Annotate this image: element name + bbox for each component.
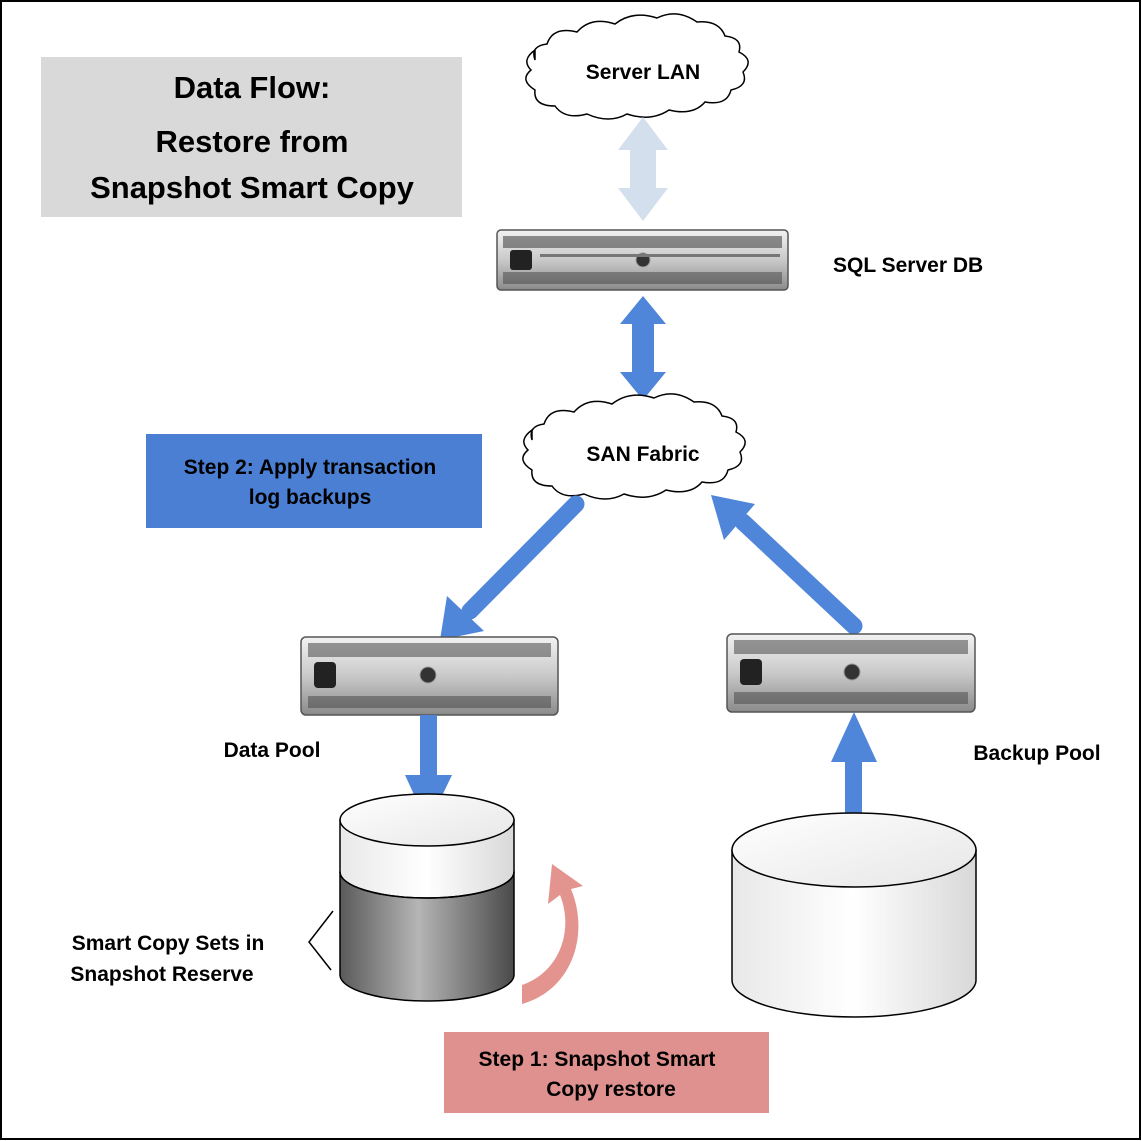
step-1-line-1: Step 1: Snapshot Smart (479, 1048, 716, 1071)
data-pool-disk (339, 793, 515, 1002)
smart-copy-bracket: Smart Copy Sets in Snapshot Reserve (70, 910, 334, 986)
data-pool-label: Data Pool (224, 739, 321, 762)
data-pool-array: Data Pool (224, 636, 559, 762)
backup-pool-label: Backup Pool (973, 742, 1100, 765)
san-fabric-label: SAN Fabric (586, 443, 700, 466)
lan-double-arrow (618, 117, 668, 221)
server-lan-cloud: Server LAN (525, 13, 749, 120)
title-line-1: Data Flow: (174, 70, 331, 105)
backup-pool-to-san-arrow (711, 495, 863, 635)
step-1-box: Step 1: Snapshot Smart Copy restore (444, 1032, 769, 1113)
smart-copy-label-line-2: Snapshot Reserve (70, 963, 253, 986)
smart-copy-label-line-1: Smart Copy Sets in (72, 932, 265, 955)
snapshot-reserve-band (339, 871, 515, 1002)
title-line-3: Snapshot Smart Copy (90, 170, 415, 205)
title-box: Data Flow: Restore from Snapshot Smart C… (41, 57, 462, 217)
step-2-box: Step 2: Apply transaction log backups (146, 434, 482, 528)
snapshot-restore-arrow (522, 864, 583, 1004)
sql-san-double-arrow (620, 296, 666, 400)
step-2-line-1: Step 2: Apply transaction (184, 456, 436, 479)
step-2-line-2: log backups (249, 486, 372, 509)
backup-pool-disk (731, 812, 977, 1018)
san-to-data-pool-arrow (440, 495, 585, 640)
backup-disk-to-pool-arrow (831, 712, 877, 826)
backup-pool-array: Backup Pool (726, 633, 1101, 765)
step-1-line-2: Copy restore (546, 1078, 676, 1101)
sql-server-rack: SQL Server DB (496, 229, 983, 291)
san-fabric-cloud: SAN Fabric (522, 393, 746, 500)
server-lan-label: Server LAN (586, 61, 700, 84)
title-line-2: Restore from (156, 124, 349, 159)
sql-server-label: SQL Server DB (833, 254, 983, 277)
